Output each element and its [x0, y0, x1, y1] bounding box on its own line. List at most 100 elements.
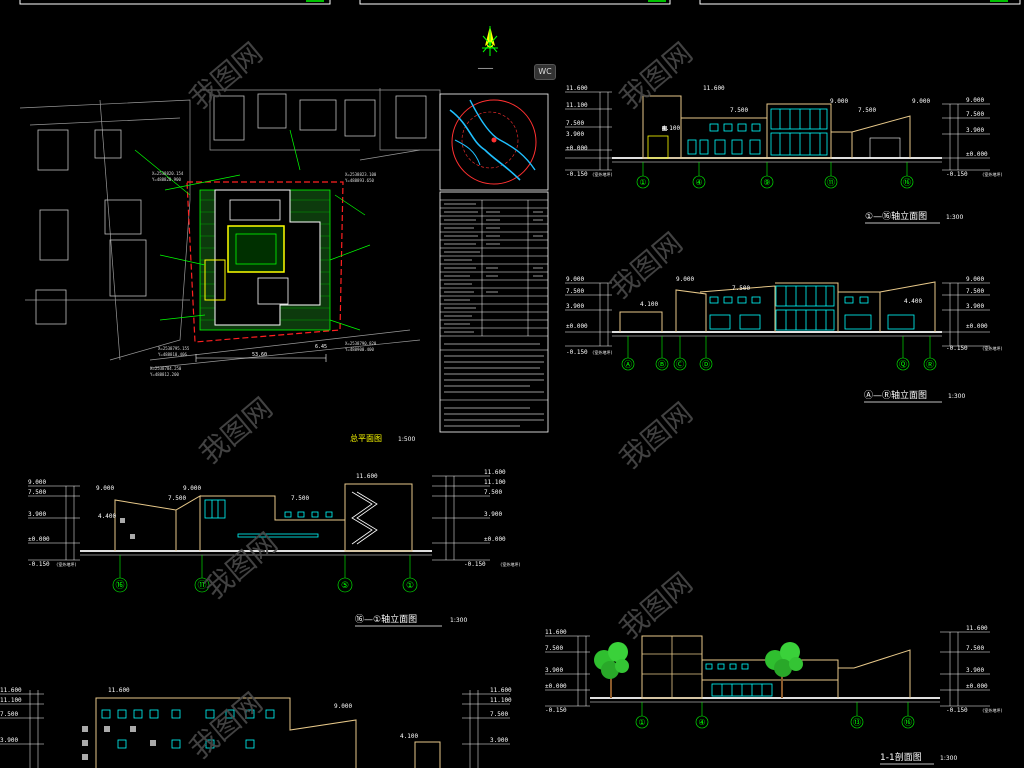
ar-top-0: 9.000 — [676, 276, 694, 283]
e161-top-1: 9.000 — [183, 485, 201, 492]
e161-ground-note-l: (室外地坪) — [56, 561, 77, 567]
ar-lvl-l-1: 7.500 — [566, 288, 584, 295]
legend-table — [439, 191, 549, 433]
lvl-r-4: -0.150 — [946, 171, 968, 178]
top-mark-4: 7.500 — [858, 107, 876, 114]
e161-lvl-l-2: 3.900 — [28, 511, 46, 518]
lvl-l-4: ±0.000 — [566, 145, 588, 152]
svg-text:X=2538820.154: X=2538820.154 — [152, 171, 184, 176]
site-plan-title: 总平面图 — [350, 433, 382, 443]
be-top-2: 4.100 — [400, 733, 418, 740]
svg-text:X=2538795.155: X=2538795.155 — [158, 346, 190, 351]
axis-a2: ⑨ — [763, 178, 770, 187]
be-lvl-l-2: 7.500 — [0, 711, 18, 718]
top-mark-5: 4.100 — [662, 125, 680, 132]
axis-a3: ⑪ — [827, 178, 835, 187]
e161-lvl-r-4: ±0.000 — [484, 536, 506, 543]
north-arrow-caption: ━━━━━ — [477, 66, 494, 72]
e161-lvl-l-1: 7.500 — [28, 489, 46, 496]
e161-top-5: 11.600 — [356, 473, 378, 480]
elevation-16-1: 9.000 7.500 3.900 ±0.000 -0.150 11.600 1… — [28, 469, 521, 627]
top-mark-0: 11.600 — [703, 85, 725, 92]
e161-top-0: 9.000 — [96, 485, 114, 492]
be-lvl-r-3: 3.900 — [490, 737, 508, 744]
be-lvl-r-1: 11.100 — [490, 697, 512, 704]
e161-axis-0: ⑯ — [115, 580, 124, 591]
ar-lvl-r-4: -0.150 — [946, 345, 968, 352]
be-lvl-l-1: 11.100 — [0, 697, 22, 704]
section-1-1-title: 1-1剖面图 — [880, 751, 922, 763]
svg-text:X=2538784.250: X=2538784.250 — [150, 366, 182, 371]
elevation-1-16: 11.600 11.100 7.500 3.900 ±0.000 -0.150 … — [565, 85, 1003, 224]
side-tab-label: WC — [538, 67, 552, 76]
ar-lvl-r-0: 9.000 — [966, 276, 984, 283]
ar-lvl-l-2: 3.900 — [566, 303, 584, 310]
ar-ground-note-r: (室外地坪) — [982, 345, 1003, 351]
axis-a1: ④ — [695, 178, 702, 187]
be-top-0: 11.600 — [108, 687, 130, 694]
key-map — [439, 93, 549, 191]
svg-text:Y=488900.400: Y=488900.400 — [345, 347, 374, 352]
e161-lvl-l-3: ±0.000 — [28, 536, 50, 543]
e161-ground-note-r: (室外地坪) — [500, 561, 521, 567]
svg-text:Y=488812.200: Y=488812.200 — [150, 372, 179, 377]
s11-lvl-r-4: -0.150 — [946, 707, 968, 714]
svg-text:X=2538823.100: X=2538823.100 — [345, 172, 377, 177]
e161-lvl-r-0: 11.600 — [484, 469, 506, 476]
ar-axis-1: Ⓑ — [658, 360, 666, 369]
s11-lvl-l-0: 11.600 — [545, 629, 567, 636]
svg-text:Y=488893.650: Y=488893.650 — [345, 178, 374, 183]
lvl-l-0: 11.600 — [566, 85, 588, 92]
lvl-r-0: 9.000 — [966, 97, 984, 104]
s11-axis-2: ⑬ — [853, 718, 861, 727]
be-lvl-r-2: 7.500 — [490, 711, 508, 718]
tree-icon — [594, 642, 629, 698]
s11-lvl-r-1: 7.500 — [966, 645, 984, 652]
axis-a0: ① — [639, 178, 646, 187]
s11-axis-0: ① — [638, 718, 645, 727]
e161-axis-2: ⑤ — [341, 581, 349, 591]
e161-lvl-r-1: 11.100 — [484, 479, 506, 486]
site-dim-total: 53.60 — [252, 352, 267, 358]
s11-lvl-l-2: 3.900 — [545, 667, 563, 674]
top-title-bars — [19, 0, 1021, 5]
bottom-elevation: 11.600 11.100 7.500 3.900 11.600 11.100 … — [0, 687, 512, 768]
ar-lvl-l-0: 9.000 — [566, 276, 584, 283]
s11-axis-1: ④ — [698, 718, 705, 727]
section-1-1: 11.600 7.500 3.900 ±0.000 -0.150 11.600 … — [545, 625, 1003, 765]
be-lvl-l-3: 3.900 — [0, 737, 18, 744]
svg-text:Y=488818.406: Y=488818.406 — [158, 352, 187, 357]
e161-top-4: 4.400 — [98, 513, 116, 520]
ar-lvl-l-3: ±0.000 — [566, 323, 588, 330]
tree-icon — [765, 642, 803, 698]
s11-lvl-r-3: ±0.000 — [966, 683, 988, 690]
e161-lvl-l-0: 9.000 — [28, 479, 46, 486]
s11-axis-3: ⑯ — [904, 718, 912, 727]
lvl-l-3: 3.900 — [566, 131, 584, 138]
e161-lvl-r-3: 3.900 — [484, 511, 502, 518]
ar-top-1: 7.500 — [732, 285, 750, 292]
s11-lvl-r-0: 11.600 — [966, 625, 988, 632]
ar-top-3: 4.400 — [904, 298, 922, 305]
e161-axis-1: ⑪ — [197, 580, 206, 591]
e161-top-2: 7.500 — [168, 495, 186, 502]
elev-A-R-scale: 1:300 — [948, 393, 965, 400]
side-tab[interactable]: WC — [534, 64, 556, 80]
ar-axis-5: Ⓡ — [926, 360, 934, 369]
e161-lvl-r-2: 7.500 — [484, 489, 502, 496]
s11-lvl-r-2: 3.900 — [966, 667, 984, 674]
top-mark-2: 9.000 — [912, 98, 930, 105]
lvl-l-2: 7.500 — [566, 120, 584, 127]
elev-16-1-title: ⑯—①轴立面图 — [355, 613, 417, 625]
ground-note-l: (室外地坪) — [592, 171, 613, 177]
s11-lvl-l-4: -0.150 — [545, 707, 567, 714]
elev-1-16-scale: 1:300 — [946, 214, 963, 221]
s11-lvl-l-1: 7.500 — [545, 645, 563, 652]
be-lvl-r-0: 11.600 — [490, 687, 512, 694]
lvl-r-1: 7.500 — [966, 111, 984, 118]
s11-lvl-l-3: ±0.000 — [545, 683, 567, 690]
ar-axis-2: Ⓒ — [676, 360, 684, 369]
lvl-r-3: ±0.000 — [966, 151, 988, 158]
